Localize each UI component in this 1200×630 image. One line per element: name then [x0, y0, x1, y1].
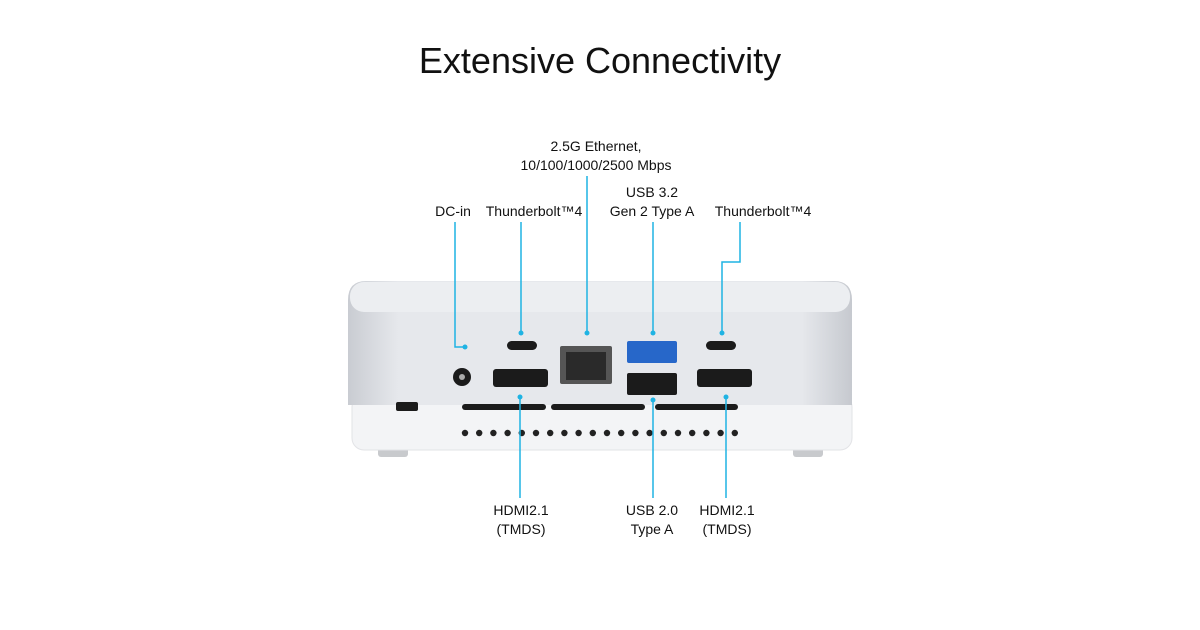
tb4-left-port	[507, 341, 537, 350]
hdmi-right-port	[697, 369, 752, 387]
vent-hole	[504, 429, 511, 437]
vent-hole	[660, 429, 667, 437]
vent-hole	[575, 429, 582, 437]
label-hdmi-right-line2: (TMDS)	[702, 521, 752, 537]
label-hdmi-left-line1: HDMI2.1	[493, 502, 549, 518]
vent-hole	[603, 429, 611, 437]
vent-hole	[618, 429, 625, 437]
vent-hole	[689, 429, 696, 437]
vent-hole	[547, 429, 554, 437]
label-usb20-line1: USB 2.0	[625, 502, 679, 518]
vent-hole	[717, 429, 724, 437]
vent-hole	[461, 429, 469, 437]
usb32-port	[627, 341, 677, 363]
callout-lines	[454, 176, 741, 498]
label-usb20: USB 2.0 Type A	[626, 501, 678, 539]
vent-hole	[490, 429, 497, 437]
ports	[396, 341, 752, 411]
vent-hole	[589, 429, 596, 437]
callout-dots	[462, 330, 729, 403]
label-usb32: USB 3.2 Gen 2 Type A	[610, 183, 695, 221]
vent-hole	[476, 429, 483, 437]
label-thunderbolt4-left: Thunderbolt™4	[485, 203, 583, 219]
vent-hole	[703, 429, 710, 437]
label-usb32-line1: USB 3.2	[625, 184, 679, 200]
label-ethernet-line2: 10/100/1000/2500 Mbps	[520, 157, 672, 173]
vent-hole	[646, 429, 653, 437]
label-hdmi-right: HDMI2.1 (TMDS)	[699, 501, 754, 539]
label-usb20-line2: Type A	[630, 521, 674, 537]
label-hdmi-right-line1: HDMI2.1	[699, 502, 755, 518]
label-ethernet: 2.5G Ethernet, 10/100/1000/2500 Mbps	[520, 137, 671, 175]
vent-holes	[461, 429, 738, 437]
page-title: Extensive Connectivity	[418, 40, 782, 81]
tb4-right-port	[706, 341, 736, 350]
vent-hole	[561, 429, 568, 437]
hdmi-left-port	[493, 369, 548, 387]
label-thunderbolt4-right: Thunderbolt™4	[714, 203, 812, 219]
usb20-port	[627, 373, 677, 395]
label-hdmi-left: HDMI2.1 (TMDS)	[493, 501, 548, 539]
kensington-lock	[396, 402, 418, 411]
label-usb32-line2: Gen 2 Type A	[609, 203, 695, 219]
vent-hole	[674, 429, 682, 437]
vent-hole	[731, 429, 738, 437]
vent-hole	[632, 429, 639, 437]
label-hdmi-left-line2: (TMDS)	[496, 521, 546, 537]
vent-hole	[532, 429, 540, 437]
label-dc-in: DC-in	[435, 203, 471, 219]
label-ethernet-line1: 2.5G Ethernet,	[550, 138, 642, 154]
